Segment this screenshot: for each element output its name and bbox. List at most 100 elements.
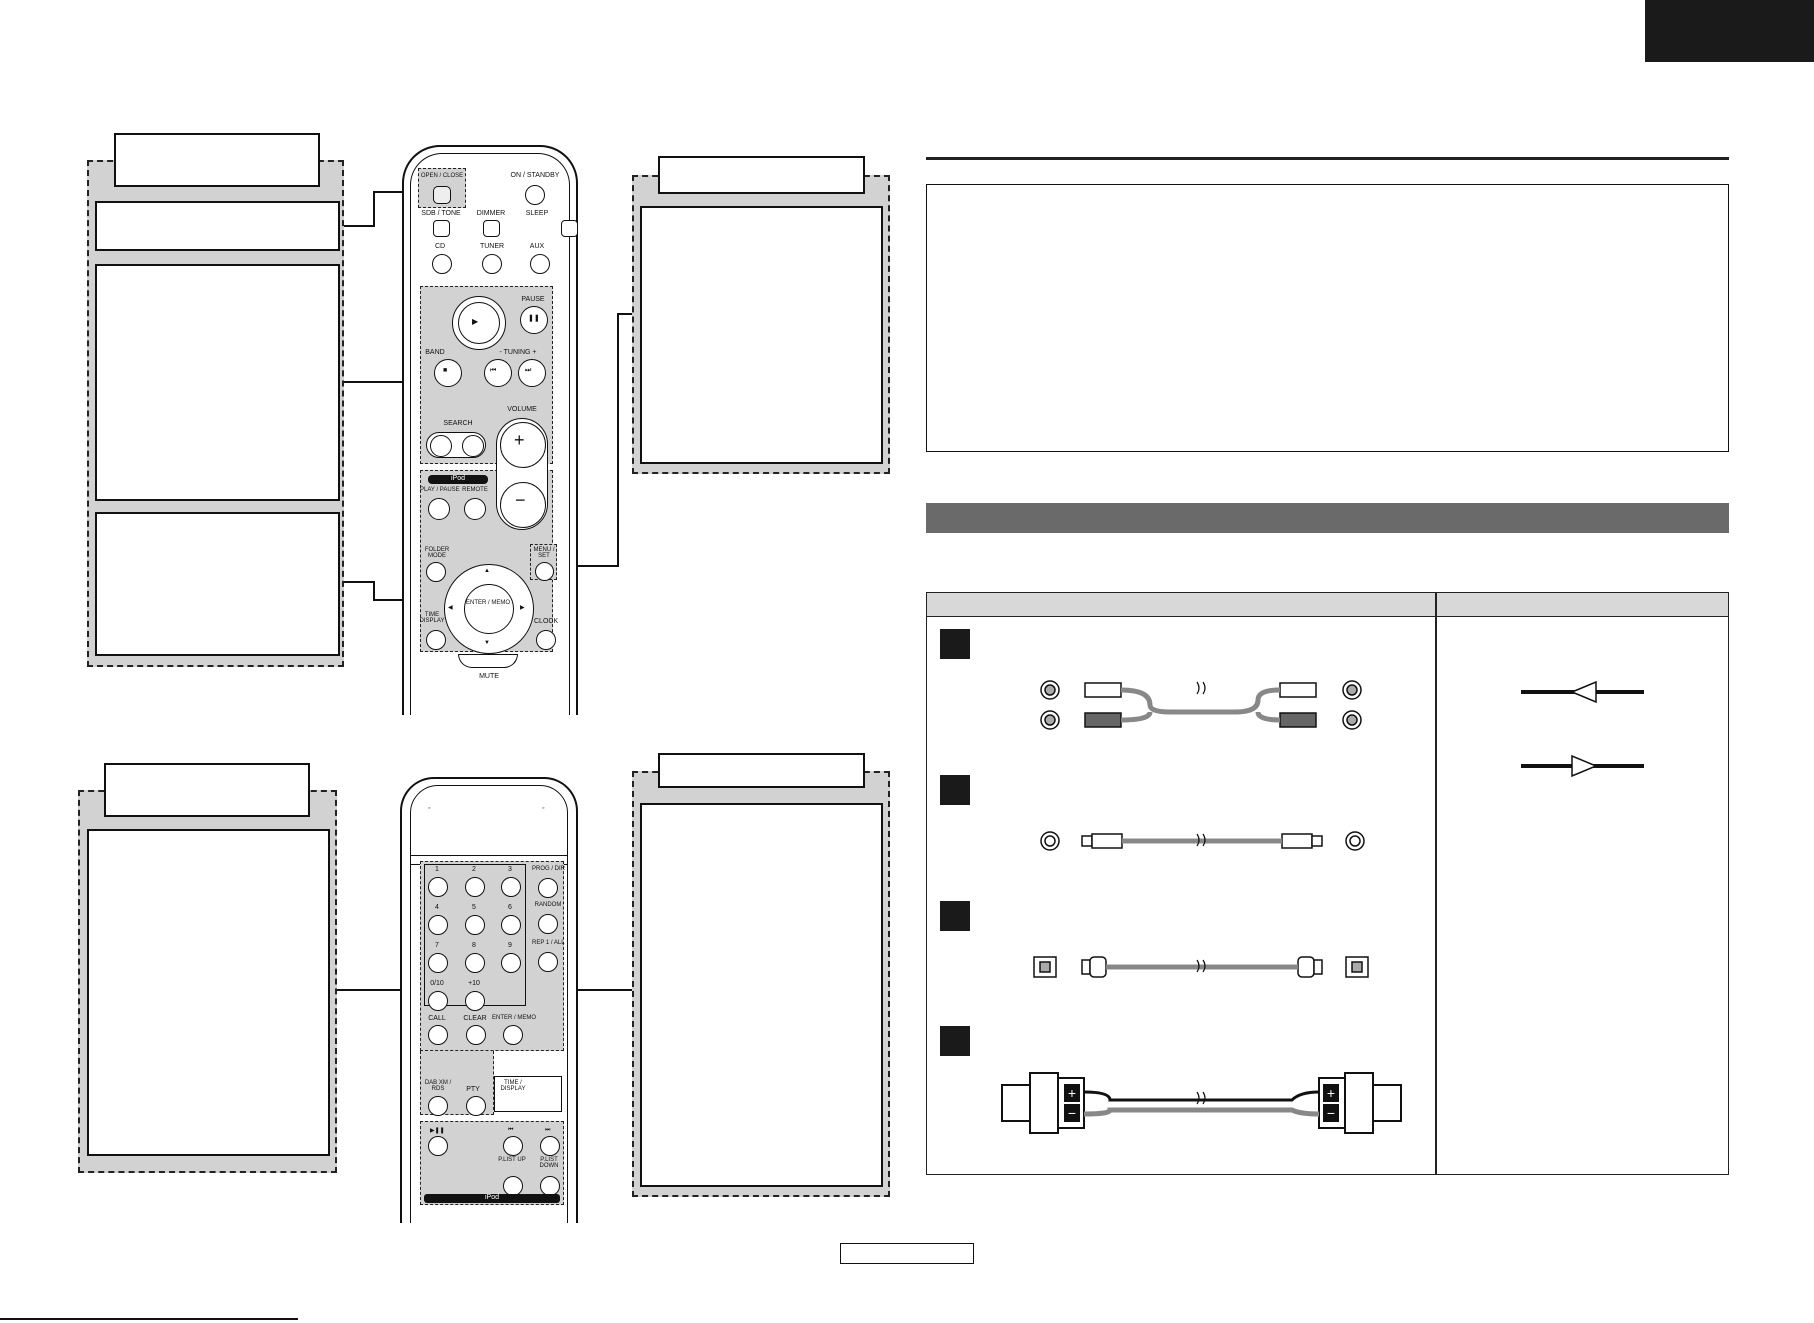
label-sleep: SLEEP: [525, 210, 549, 217]
numkey-label: 8: [472, 942, 476, 949]
numkey-label: 6: [508, 904, 512, 911]
label-random: RANDOM: [534, 902, 562, 908]
clear-button[interactable]: [466, 1025, 486, 1045]
rca-cable-icon: [1040, 680, 1362, 730]
label-pause: PAUSE: [521, 296, 545, 303]
stop-button[interactable]: [434, 359, 462, 387]
volume-up-button[interactable]: [500, 422, 546, 468]
numkey-button[interactable]: [428, 877, 448, 897]
svg-text:−: −: [1068, 1105, 1076, 1121]
numkey-button[interactable]: [465, 953, 485, 973]
prog-dir-button[interactable]: [538, 878, 558, 898]
label-time-display: TIME DISPLAY: [419, 612, 445, 624]
callout-tab-bottom-right: [658, 753, 865, 788]
numkey-button[interactable]: [501, 953, 521, 973]
numkey-button[interactable]: [428, 953, 448, 973]
numkey-button[interactable]: [428, 915, 448, 935]
enter-memo-button-b[interactable]: [503, 1025, 523, 1045]
cd-button[interactable]: [432, 254, 452, 274]
bottom-rule: [0, 1318, 298, 1320]
rep-button[interactable]: [538, 952, 558, 972]
numkey-label: 1: [435, 866, 439, 873]
row-number-4: [940, 1026, 970, 1056]
next-track-button[interactable]: [518, 359, 546, 387]
numkey-label: 4: [435, 904, 439, 911]
ipod-b-prev-button[interactable]: [503, 1136, 523, 1156]
call-button[interactable]: [428, 1025, 448, 1045]
ipod-playpause-icon: ▶❚❚: [430, 1128, 445, 1134]
label-volume: VOLUME: [507, 406, 537, 413]
callout-box-ipod: [95, 512, 340, 656]
callout-box-playback: [95, 264, 340, 501]
optical-cable-icon: [1033, 956, 1369, 978]
numkey-label: 7: [435, 942, 439, 949]
search-rewind-button[interactable]: [430, 435, 452, 457]
ipod-label-bar: [428, 475, 488, 484]
play-button-inner: [458, 302, 500, 344]
open-close-button[interactable]: [433, 186, 451, 204]
label-band: BAND: [425, 349, 445, 356]
numkey-button[interactable]: [465, 991, 485, 1011]
label-play-pause: PLAY / PAUSE: [420, 487, 460, 493]
clock-button[interactable]: [536, 630, 556, 650]
numkey-button[interactable]: [465, 915, 485, 935]
svg-text:−: −: [1327, 1105, 1335, 1121]
cover-dot-right: ◦: [542, 805, 545, 812]
numkey-label: 3: [508, 866, 512, 873]
label-open-close: OPEN / CLOSE: [420, 173, 464, 179]
coaxial-cable-icon: [1040, 831, 1365, 851]
numkey-button[interactable]: [501, 877, 521, 897]
label-remote: REMOTE: [462, 487, 488, 493]
next-icon: ⏭: [525, 367, 532, 374]
dimmer-minus-button[interactable]: [483, 220, 500, 237]
language-tab: [1645, 0, 1814, 62]
menu-set-button[interactable]: [535, 562, 554, 581]
label-aux: AUX: [529, 243, 545, 250]
pause-button[interactable]: [520, 306, 548, 334]
label-sdb-tone: SDB / TONE: [421, 210, 461, 217]
label-tuner: TUNER: [479, 243, 505, 250]
plus-icon: +: [514, 430, 525, 450]
remote-bottom-panel: [410, 855, 568, 1223]
sleep-plus-button[interactable]: [561, 220, 578, 237]
svg-text:+: +: [1068, 1085, 1076, 1101]
numkey-button[interactable]: [428, 991, 448, 1011]
tuner-button[interactable]: [482, 254, 502, 274]
label-enter-memo-b: ENTER / MEMO: [492, 1015, 537, 1021]
aux-button[interactable]: [530, 254, 550, 274]
prev-track-button[interactable]: [484, 359, 512, 387]
numkey-button[interactable]: [501, 915, 521, 935]
ipod-remote-button[interactable]: [464, 498, 486, 520]
dab-button[interactable]: [428, 1096, 448, 1116]
table-header-cell-2: [1437, 593, 1728, 617]
label-mute: MUTE: [479, 673, 499, 680]
random-button[interactable]: [538, 914, 558, 934]
pty-button[interactable]: [466, 1096, 486, 1116]
callout-tab-top-right: [658, 156, 865, 194]
time-display-button[interactable]: [426, 630, 446, 650]
play-icon: ▶: [472, 317, 479, 326]
callout-box-program: [640, 803, 883, 1187]
numkey-button[interactable]: [465, 877, 485, 897]
cable-break-marks: [1196, 681, 1206, 1105]
callout-box-open-close: [95, 201, 340, 251]
group-ipod-bottom: [420, 1121, 564, 1205]
row-number-1: [940, 629, 970, 659]
search-forward-button[interactable]: [462, 435, 484, 457]
ipod-play-pause-button[interactable]: [428, 498, 450, 520]
pause-icon: ❚❚: [528, 315, 540, 322]
ipod-b-playpause-button[interactable]: [428, 1136, 448, 1156]
label-search: SEARCH: [443, 420, 473, 427]
callout-box-numeric: [87, 829, 330, 1156]
dpad-right-icon: ▶: [520, 605, 525, 611]
label-call: CALL: [428, 1015, 446, 1022]
ipod-b-next-button[interactable]: [540, 1136, 560, 1156]
label-pty: PTY: [466, 1086, 480, 1093]
dpad-left-icon: ◀: [448, 605, 453, 611]
ipod-label-bar-b: [424, 1194, 560, 1203]
sdb-tone-button[interactable]: [433, 220, 450, 237]
enter-memo-button[interactable]: [464, 584, 514, 634]
volume-down-button[interactable]: [500, 482, 546, 528]
on-standby-button[interactable]: [525, 185, 545, 205]
folder-mode-button[interactable]: [426, 562, 446, 582]
